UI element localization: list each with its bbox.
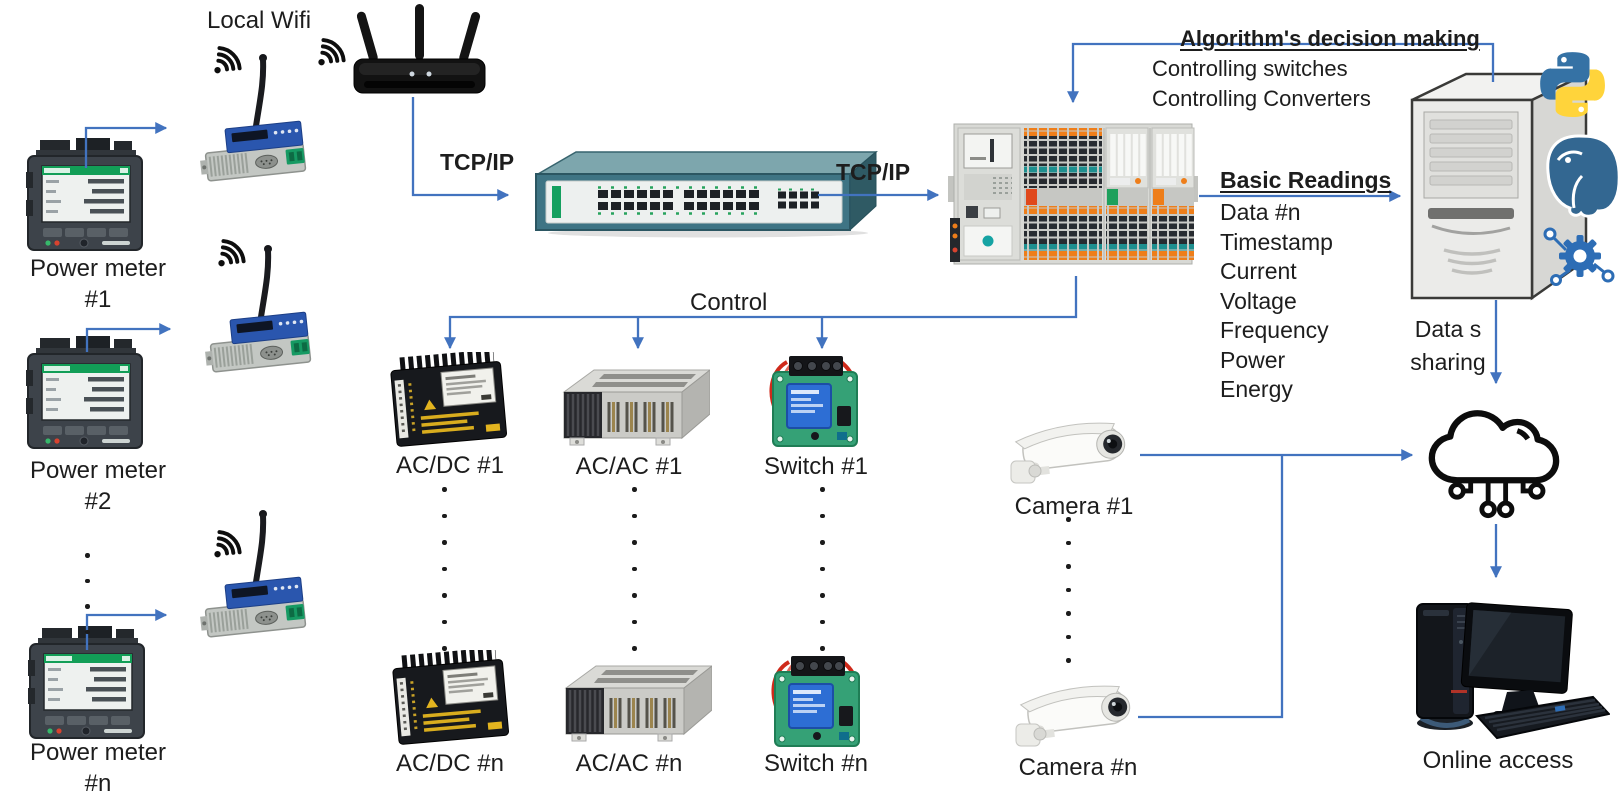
- switch-n-label: Switch #n: [763, 750, 869, 777]
- plc-controller-image: [948, 110, 1198, 272]
- ellipsis-dots-switches: [820, 487, 825, 651]
- local-wifi-label: Local Wifi: [207, 7, 312, 34]
- algorithm-title: Algorithm's decision making: [1180, 26, 1480, 51]
- reading-item: Current: [1220, 258, 1297, 284]
- power-meter-n-image: [28, 626, 148, 740]
- reading-item: Frequency: [1220, 317, 1329, 343]
- power-meter-1-name: Power meter: [29, 255, 167, 282]
- cloud-network-icon: [1420, 388, 1566, 522]
- desktop-pc-image: [1405, 590, 1610, 742]
- relay-switch-1-image: [765, 350, 865, 452]
- reading-item: Energy: [1220, 376, 1293, 402]
- data-sharing-line-2: sharing: [1410, 349, 1486, 375]
- reading-item: Timestamp: [1220, 228, 1333, 255]
- acac-n-label: AC/AC #n: [575, 750, 683, 777]
- wifi-icon: [216, 233, 254, 268]
- camera-n-label: Camera #n: [1018, 754, 1138, 781]
- wifi-router-image: [352, 2, 487, 102]
- power-meter-2-name: Power meter: [29, 457, 167, 484]
- ellipsis-dots-power-meters: [85, 553, 90, 634]
- basic-readings-title: Basic Readings: [1220, 167, 1392, 193]
- power-meter-2-number: #2: [84, 488, 112, 515]
- acdc-converter-n-image: [388, 650, 513, 752]
- power-meter-1-label: Power meter #1: [8, 253, 188, 315]
- tcpip-label-router-switch: TCP/IP: [440, 149, 515, 175]
- power-meter-n-label: Power meter #n: [8, 737, 188, 799]
- acdc-n-label: AC/DC #n: [395, 750, 505, 777]
- network-switch-image: [532, 146, 878, 238]
- acac-converter-n-image: [550, 658, 712, 750]
- ellipsis-dots-cameras: [1066, 517, 1071, 663]
- relay-switch-n-image: [767, 650, 867, 752]
- camera-1-image: [1005, 405, 1140, 493]
- reading-item: Data #n: [1220, 199, 1301, 225]
- ellipsis-dots-acac: [632, 487, 637, 651]
- power-meter-n-number: #n: [84, 770, 112, 797]
- acac-1-label: AC/AC #1: [575, 453, 683, 480]
- server-image: [1400, 44, 1622, 304]
- reading-item: Voltage: [1220, 287, 1297, 314]
- power-meter-n-name: Power meter: [29, 739, 167, 766]
- online-access-label: Online access: [1422, 747, 1574, 774]
- power-meter-1-image: [26, 138, 146, 252]
- camera-1-label: Camera #1: [1014, 493, 1134, 520]
- control-label: Control: [690, 289, 768, 316]
- basic-readings-list: Data #n Timestamp Current Voltage Freque…: [1220, 198, 1333, 405]
- power-meter-1-number: #1: [84, 286, 112, 313]
- acac-converter-1-image: [548, 362, 710, 454]
- acdc-1-label: AC/DC #1: [395, 452, 505, 479]
- tcpip-label-switch-plc: TCP/IP: [836, 159, 911, 185]
- algorithm-line-2: Controlling Converters: [1152, 86, 1371, 111]
- power-meter-2-image: [26, 336, 146, 450]
- ellipsis-dots-acdc: [442, 487, 447, 651]
- data-sharing-label: Data s sharing: [1396, 313, 1500, 379]
- arrow-router-to-switch-tcpip: [411, 97, 510, 201]
- acdc-converter-1-image: [386, 352, 511, 454]
- wifi-icon: [212, 40, 250, 75]
- switch-1-label: Switch #1: [763, 453, 869, 480]
- algorithm-line-1: Controlling switches: [1152, 56, 1348, 81]
- wifi-icon: [212, 524, 250, 559]
- wifi-icon: [316, 32, 354, 67]
- reading-item: Power: [1220, 346, 1286, 373]
- camera-n-image: [1010, 668, 1145, 756]
- data-sharing-line-1: Data s: [1414, 316, 1482, 342]
- line-cameran-join: [1138, 456, 1284, 719]
- power-meter-2-label: Power meter #2: [8, 455, 188, 517]
